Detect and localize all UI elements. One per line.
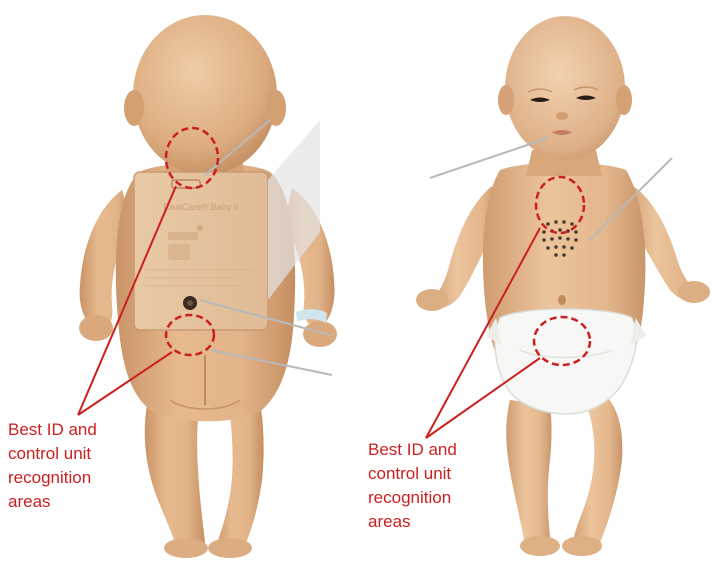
diaper — [495, 309, 636, 414]
front-view-caption: Best ID and control unit recognition are… — [368, 438, 457, 534]
panel-brand-label: RealCare® Baby II — [163, 202, 238, 212]
caption-line: Best ID and — [8, 418, 97, 442]
caption-line: control unit — [8, 442, 97, 466]
caption-line: Best ID and — [368, 438, 457, 462]
caption-line: recognition — [8, 466, 97, 490]
caption-line: recognition — [368, 486, 457, 510]
caption-line: areas — [8, 490, 97, 514]
back-control-panel: RealCare® Baby II — [134, 172, 268, 330]
caption-line: areas — [368, 510, 457, 534]
back-view-caption: Best ID and control unit recognition are… — [8, 418, 97, 514]
front-view-baby — [416, 16, 710, 556]
caption-line: control unit — [368, 462, 457, 486]
